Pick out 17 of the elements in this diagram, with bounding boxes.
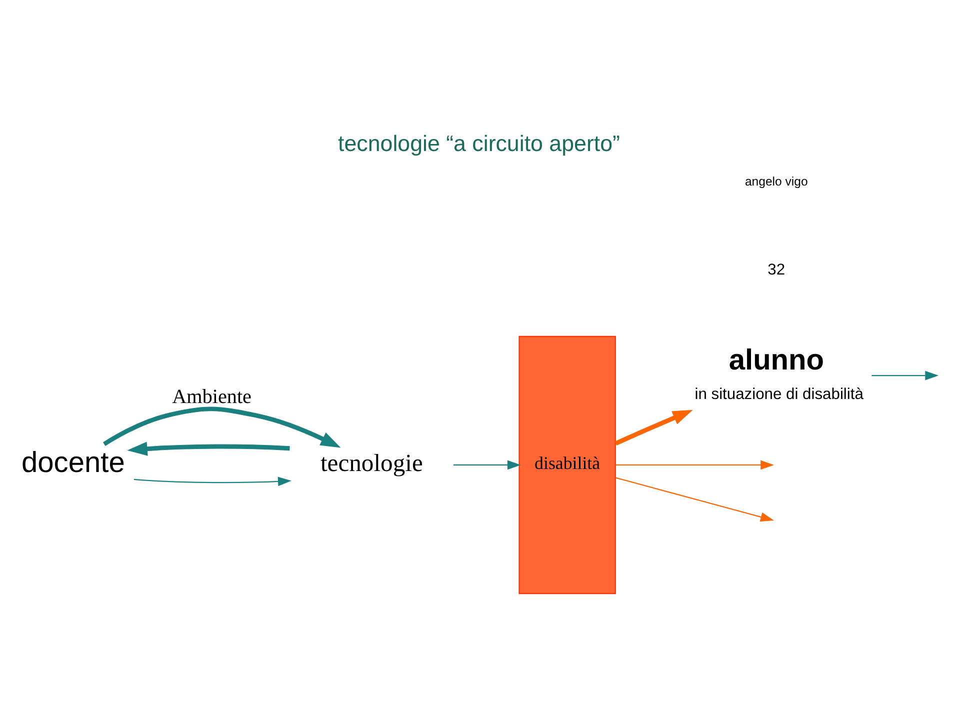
node-text: docente xyxy=(22,447,125,480)
arrow xyxy=(102,406,341,448)
diagram-title: tecnologie “a circuito aperto” xyxy=(338,130,620,156)
arrow xyxy=(872,370,939,380)
label: angelo vigo xyxy=(744,174,808,188)
edge-label: Ambiente xyxy=(172,386,252,408)
node-text: tecnologie xyxy=(320,450,423,478)
arrow xyxy=(614,410,693,446)
node-box: disabilità xyxy=(518,336,616,594)
node-label: in situazione di disabilità xyxy=(694,386,864,404)
arrow xyxy=(616,460,774,470)
arrow xyxy=(616,477,774,522)
node-text: alunno xyxy=(728,344,824,377)
arrow xyxy=(127,442,290,456)
arrow xyxy=(134,476,292,486)
label: 32 xyxy=(768,262,786,279)
arrow xyxy=(453,460,521,470)
